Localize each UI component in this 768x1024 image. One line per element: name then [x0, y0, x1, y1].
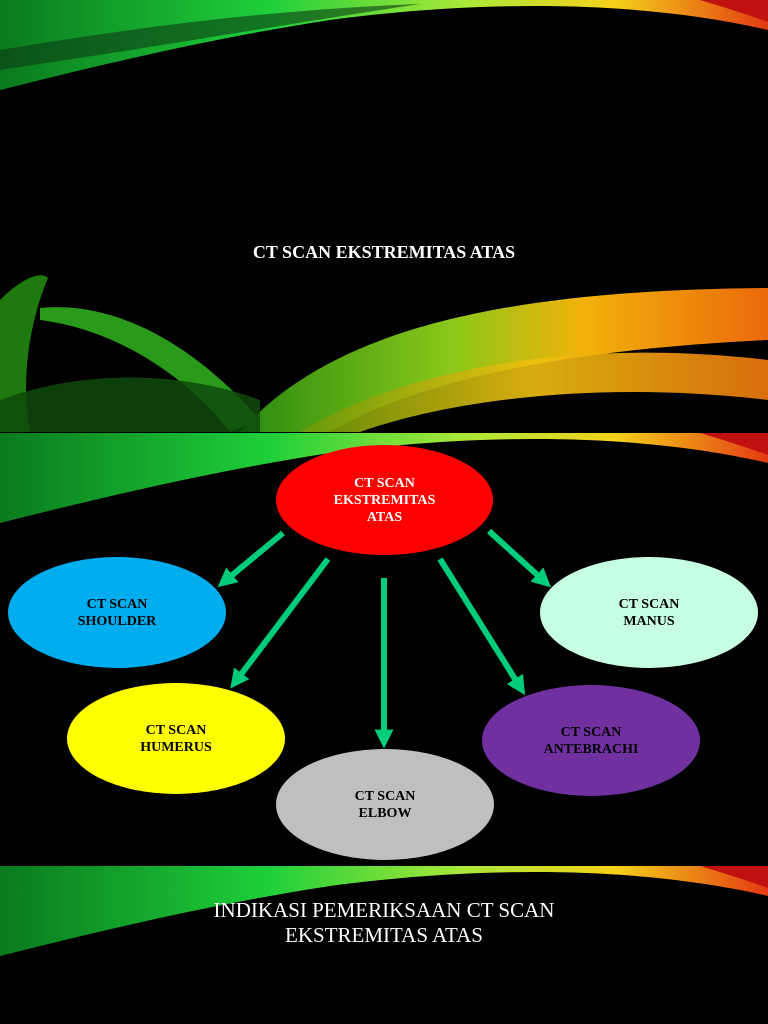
slide-2: CT SCAN EKSTREMITAS ATAS CT SCAN SHOULDE… — [0, 433, 768, 865]
node-label: CT SCAN MANUS — [618, 596, 680, 629]
node-label: CT SCAN HUMERUS — [140, 722, 212, 755]
arrow-to-manus — [486, 528, 552, 588]
slide-3: INDIKASI PEMERIKSAAN CT SCAN EKSTREMITAS… — [0, 866, 768, 1024]
node-ct-scan-manus: CT SCAN MANUS — [540, 557, 758, 668]
diagram-arrows — [217, 528, 552, 749]
node-ct-scan-ekstremitas-atas: CT SCAN EKSTREMITAS ATAS — [276, 445, 493, 555]
node-label: CT SCAN ANTEBRACHI — [543, 724, 639, 757]
arrow-to-humerus — [230, 557, 331, 689]
slide-title: CT SCAN EKSTREMITAS ATAS — [252, 242, 516, 262]
arrow-to-shoulder — [217, 530, 285, 588]
swoosh-decoration-top — [0, 0, 768, 432]
node-label: CT SCAN ELBOW — [354, 788, 416, 821]
node-ct-scan-humerus: CT SCAN HUMERUS — [67, 683, 285, 794]
node-ct-scan-elbow: CT SCAN ELBOW — [276, 749, 494, 860]
slide-1: CT SCAN EKSTREMITAS ATAS — [0, 0, 768, 432]
arrow-to-antebrachi — [437, 557, 526, 696]
swoosh-decoration-top — [0, 433, 768, 523]
slide-title: INDIKASI PEMERIKSAAN CT SCAN EKSTREMITAS… — [213, 898, 555, 947]
node-ct-scan-shoulder: CT SCAN SHOULDER — [8, 557, 226, 668]
node-label: CT SCAN SHOULDER — [77, 596, 157, 629]
swoosh-decoration-top — [0, 866, 768, 956]
node-label: CT SCAN EKSTREMITAS ATAS — [333, 475, 436, 525]
node-ct-scan-antebrachi: CT SCAN ANTEBRACHI — [482, 685, 700, 796]
